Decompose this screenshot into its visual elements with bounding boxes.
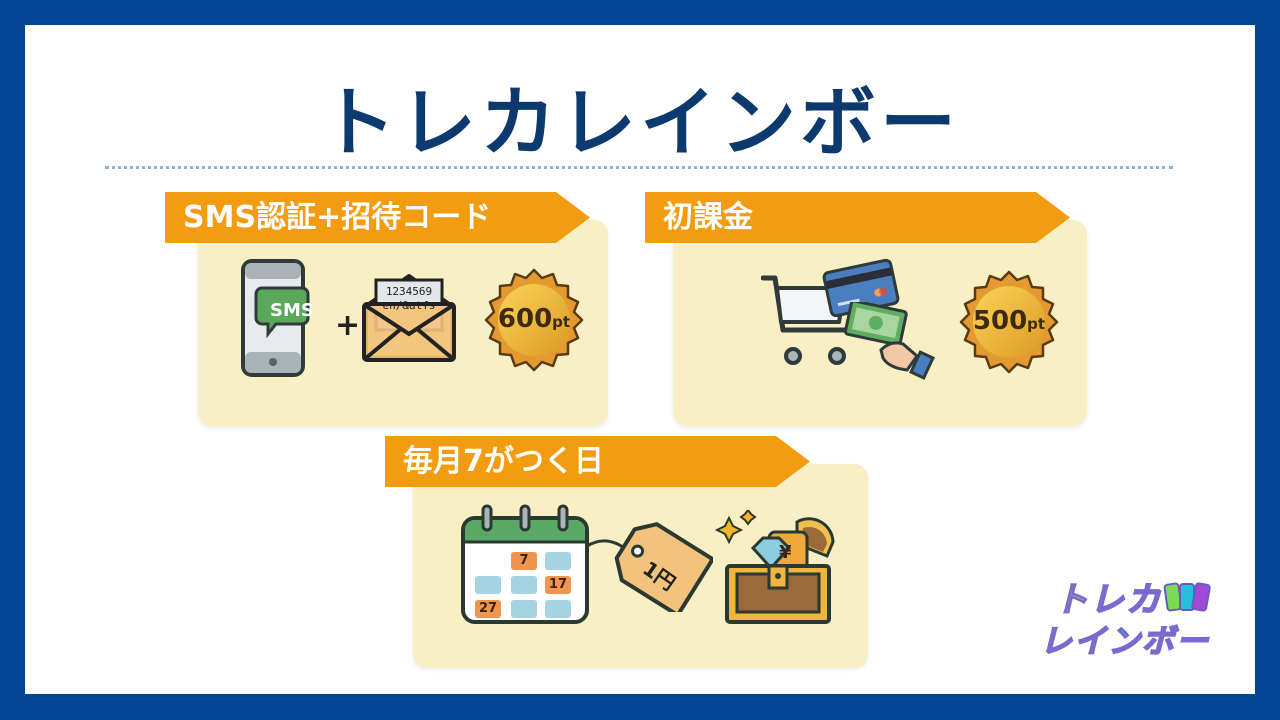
badge-unit: pt <box>552 313 571 331</box>
calendar-day-17: 17 <box>548 577 568 592</box>
code-line-2: en/&atfs <box>382 299 436 312</box>
points-badge-600: 600pt <box>482 268 586 372</box>
badge-value: 600pt <box>482 304 586 334</box>
cards-icon <box>1163 582 1211 612</box>
treasure-chest-icon <box>714 510 835 624</box>
plus-sign: + <box>335 308 361 343</box>
points-badge-500: 500pt <box>957 270 1061 374</box>
envelope-code-icon <box>362 274 456 362</box>
cash-hand-icon <box>843 302 935 380</box>
calendar-day-7: 7 <box>519 553 529 568</box>
sms-label: SMS <box>270 300 314 321</box>
smartphone-sms-icon <box>241 259 310 377</box>
card-label-sms-invite: SMS認証+招待コード <box>165 192 590 243</box>
card-monthly-7-days: 7 17 27 1円 ¥ <box>413 464 868 668</box>
calendar-day-27: 27 <box>478 601 498 616</box>
page-title: トレカレインボー <box>320 78 960 167</box>
badge-value: 500pt <box>957 306 1061 336</box>
card-label-monthly-7-days: 毎月7がつく日 <box>385 436 810 487</box>
envelope-code-text: 1234569 en/&atfs <box>377 285 441 313</box>
badge-number: 500 <box>972 306 1028 336</box>
brand-logo: トレカ レインボー <box>1032 568 1214 664</box>
card-label-first-purchase: 初課金 <box>645 192 1070 243</box>
credit-card-icon <box>822 258 900 318</box>
calendar-icon <box>461 504 589 624</box>
card-sms-invite: SMS + 1234569 en/&atfs 600pt <box>198 220 608 426</box>
gold-seal-icon <box>959 270 1059 374</box>
logo-line-2: レインボー <box>1039 616 1210 662</box>
logo-line-1: トレカ <box>1053 572 1162 621</box>
badge-number: 600 <box>497 304 553 334</box>
price-tag-icon <box>586 522 713 612</box>
card-first-purchase: 500pt <box>673 220 1087 426</box>
chest-yen-symbol: ¥ <box>779 542 792 563</box>
dotted-divider <box>105 166 1173 169</box>
badge-unit: pt <box>1027 315 1046 333</box>
code-line-1: 1234569 <box>385 285 433 298</box>
gold-seal-icon <box>484 268 584 372</box>
